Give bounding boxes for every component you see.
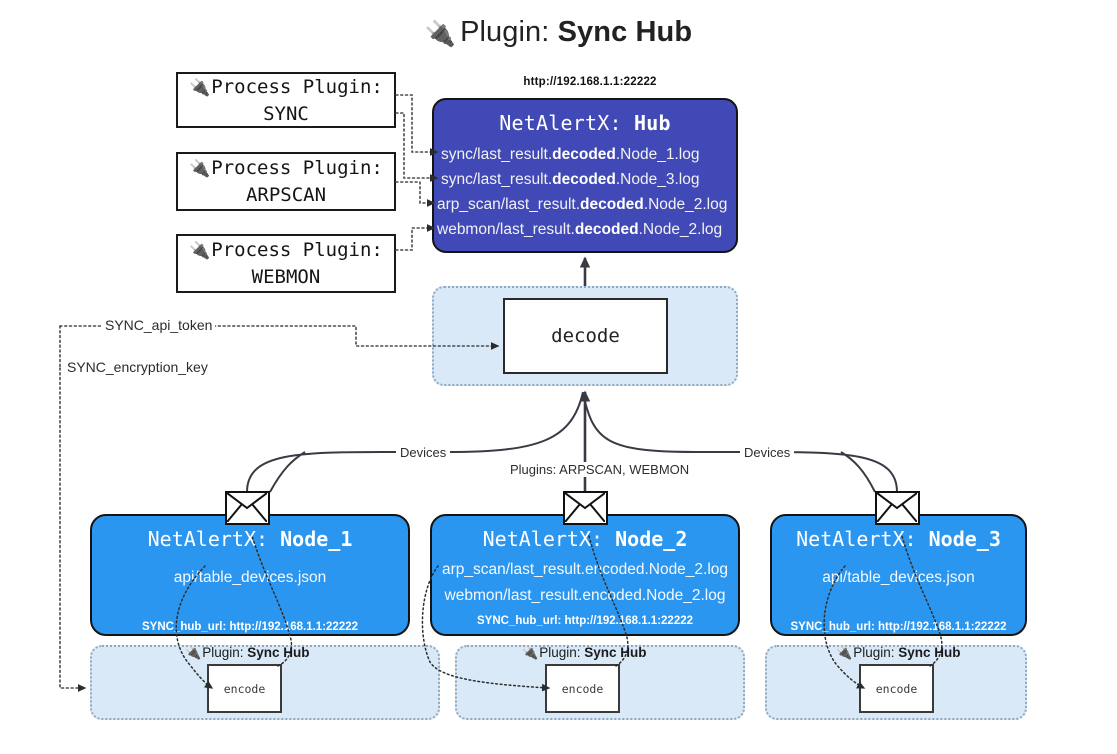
- plugin-container-label: 🔌Plugin: Sync Hub: [522, 645, 647, 660]
- plug-icon: 🔌: [424, 20, 457, 48]
- process-plugin-label: Process Plugin:: [211, 239, 383, 261]
- hub-title-prefix: NetAlertX:: [499, 111, 622, 135]
- node-hub-url: SYNC_hub_url: http://192.168.1.1:22222: [141, 621, 359, 633]
- sync-api-token-label: SYNC_api_token: [102, 317, 216, 333]
- node-title: NetAlertX: Node_3: [796, 527, 1001, 551]
- plug-icon: 🔌: [189, 77, 211, 98]
- node-title: NetAlertX: Node_2: [482, 527, 688, 551]
- hub-title-name: Hub: [633, 111, 671, 135]
- process-plugin-name: WEBMON: [251, 266, 321, 288]
- process-plugin-arpscan[interactable]: 🔌Process Plugin: ARPSCAN: [176, 152, 396, 211]
- node-1[interactable]: NetAlertX: Node_1 api/table_devices.json…: [90, 514, 410, 636]
- hub-log-line: sync/last_result.decoded.Node_3.log: [441, 171, 700, 188]
- plug-icon: 🔌: [522, 645, 539, 660]
- node-hub-url: SYNC_hub_url: http://192.168.1.1:22222: [790, 621, 1007, 633]
- process-plugin-sync[interactable]: 🔌Process Plugin: SYNC: [176, 72, 396, 128]
- node-hub-url: SYNC_hub_url: http://192.168.1.1:22222: [476, 615, 694, 627]
- sync-encryption-key-label: SYNC_encryption_key: [64, 359, 211, 375]
- encode-box[interactable]: encode: [545, 664, 620, 713]
- hub-log-line: sync/last_result.decoded.Node_1.log: [441, 146, 700, 163]
- devices-label-left: Devices: [396, 445, 451, 460]
- envelope-icon: [563, 491, 608, 525]
- process-plugin-name: ARPSCAN: [245, 184, 327, 206]
- hub-url-label: http://192.168.1.1:22222: [523, 76, 657, 88]
- node-3[interactable]: NetAlertX: Node_3 api/table_devices.json…: [770, 514, 1027, 636]
- plugins-label-center: Plugins: ARPSCAN, WEBMON: [506, 462, 694, 477]
- process-plugin-name: SYNC: [263, 102, 309, 125]
- process-plugin-webmon[interactable]: 🔌Process Plugin: WEBMON: [176, 234, 396, 293]
- page-title-name: Sync Hub: [557, 16, 693, 48]
- encode-box[interactable]: encode: [207, 664, 282, 713]
- plugin-container-label: 🔌Plugin: Sync Hub: [836, 645, 961, 660]
- hub-log-line: webmon/last_result.decoded.Node_2.log: [437, 221, 723, 238]
- hub-log-list: sync/last_result.decoded.Node_1.log sync…: [434, 142, 736, 242]
- hub-log-line: arp_scan/last_result.decoded.Node_2.log: [437, 196, 728, 213]
- decode-box[interactable]: decode: [503, 298, 668, 374]
- plug-icon: 🔌: [836, 645, 853, 660]
- encode-box[interactable]: encode: [859, 664, 934, 713]
- node-2[interactable]: NetAlertX: Node_2 arp_scan/last_result.e…: [430, 514, 740, 636]
- plug-icon: 🔌: [189, 241, 211, 261]
- plug-icon: 🔌: [185, 645, 202, 660]
- page-title: 🔌Plugin: Sync Hub: [0, 16, 1117, 49]
- node-line: arp_scan/last_result.encoded.Node_2.log: [441, 561, 729, 578]
- hub-title: NetAlertX: Hub: [434, 111, 736, 135]
- devices-label-right: Devices: [740, 445, 795, 460]
- plug-icon: 🔌: [189, 159, 211, 179]
- node-line: api/table_devices.json: [822, 569, 975, 586]
- process-plugin-label: Process Plugin:: [211, 75, 383, 98]
- node-title: NetAlertX: Node_1: [147, 527, 353, 551]
- node-line: webmon/last_result.encoded.Node_2.log: [444, 587, 726, 604]
- hub-node[interactable]: NetAlertX: Hub sync/last_result.decoded.…: [432, 98, 738, 253]
- plugin-container-label: 🔌Plugin: Sync Hub: [185, 645, 310, 660]
- node-line: api/table_devices.json: [173, 569, 327, 586]
- envelope-icon: [875, 491, 920, 525]
- page-title-prefix: Plugin:: [460, 16, 550, 48]
- envelope-icon: [225, 491, 270, 525]
- process-plugin-label: Process Plugin:: [211, 157, 383, 179]
